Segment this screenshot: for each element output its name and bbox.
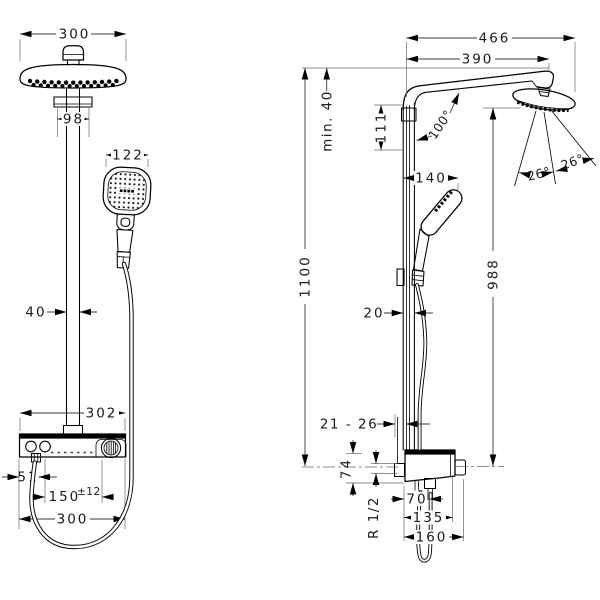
hand-shower-side — [396, 189, 463, 287]
dim-holder-drop: 111 — [374, 112, 390, 144]
hose-nut-side — [411, 269, 425, 287]
side-view: 26° 26° — [298, 31, 597, 563]
ceiling-escutcheon — [53, 96, 93, 108]
thermostat-valve-front — [18, 433, 127, 463]
dim-head-to-valve: 988 — [486, 258, 502, 290]
hose-outlet-side — [423, 477, 437, 490]
dim-wall-adjust: 21 - 26 — [320, 417, 378, 433]
dim-hand-shower-offset: 140 — [415, 171, 447, 187]
ceiling-connector — [62, 45, 85, 61]
hand-spray-face-edge — [434, 190, 453, 213]
head-swivel-joint — [537, 86, 551, 98]
front-view: 300 98 122 40 302 51 — [2, 27, 152, 550]
spray-nozzle-band — [27, 78, 119, 89]
dimensions-side: 466 390 min. 40 1100 988 — [298, 31, 576, 546]
select-button — [120, 217, 131, 227]
hand-shower-holder — [396, 268, 405, 287]
dim-arm-reach: 390 — [462, 52, 494, 68]
dim-pipe-width: 40 — [25, 305, 46, 321]
dim-outlet-depth: 70 — [406, 492, 427, 508]
dim-hand-shower-width: 122 — [112, 148, 144, 164]
temperature-knob-side — [454, 459, 467, 476]
dim-ceiling-clearance: min. 40 — [319, 90, 335, 152]
dim-head-width: 300 — [59, 27, 91, 43]
dim-hose-center: 150 — [49, 489, 81, 505]
thermostat-valve-side — [393, 449, 467, 500]
dim-spray-angle-left: 26° — [526, 163, 553, 183]
shower-hose-front — [29, 261, 134, 550]
center-jets — [119, 189, 134, 193]
dim-pipe-depth: 20 — [363, 306, 384, 322]
dim-total-depth: 466 — [479, 31, 511, 47]
dimensions-front: 300 98 122 40 302 51 — [2, 27, 149, 529]
wall-connection-stub — [393, 462, 406, 478]
select-button-left — [25, 440, 37, 453]
overhead-shower-front — [19, 45, 127, 89]
label-connection-thread: R 1/2 — [366, 496, 382, 539]
select-button-right — [39, 440, 51, 453]
spray-cone: 26° 26° — [514, 109, 597, 187]
pipe-joint-sleeve — [400, 107, 417, 122]
dim-hose-center-tol: ±12 — [77, 486, 101, 498]
dim-escutcheon: 98 — [63, 112, 84, 128]
overhead-shower-side — [512, 88, 576, 113]
dim-knob-depth: 160 — [416, 530, 448, 546]
dim-valve-height: 74 — [339, 458, 355, 479]
pipe-base-collar — [62, 424, 84, 435]
knob-knurling — [106, 441, 116, 455]
dim-spray-angle-right: 26° — [559, 151, 586, 173]
select-button-housing — [116, 212, 136, 231]
shower-arm-side — [402, 70, 555, 111]
dim-valve-depth: 135 — [413, 510, 445, 526]
dim-bottom-width: 300 — [57, 512, 89, 528]
dim-total-height: 1100 — [298, 255, 314, 297]
hose-nut — [116, 251, 131, 269]
riser-pipe-side — [397, 102, 417, 464]
riser-pipe-front — [53, 87, 93, 435]
handle — [116, 229, 134, 253]
temperature-knob — [100, 437, 122, 459]
dim-valve-width: 302 — [86, 406, 118, 422]
hand-shower-front — [102, 166, 152, 269]
